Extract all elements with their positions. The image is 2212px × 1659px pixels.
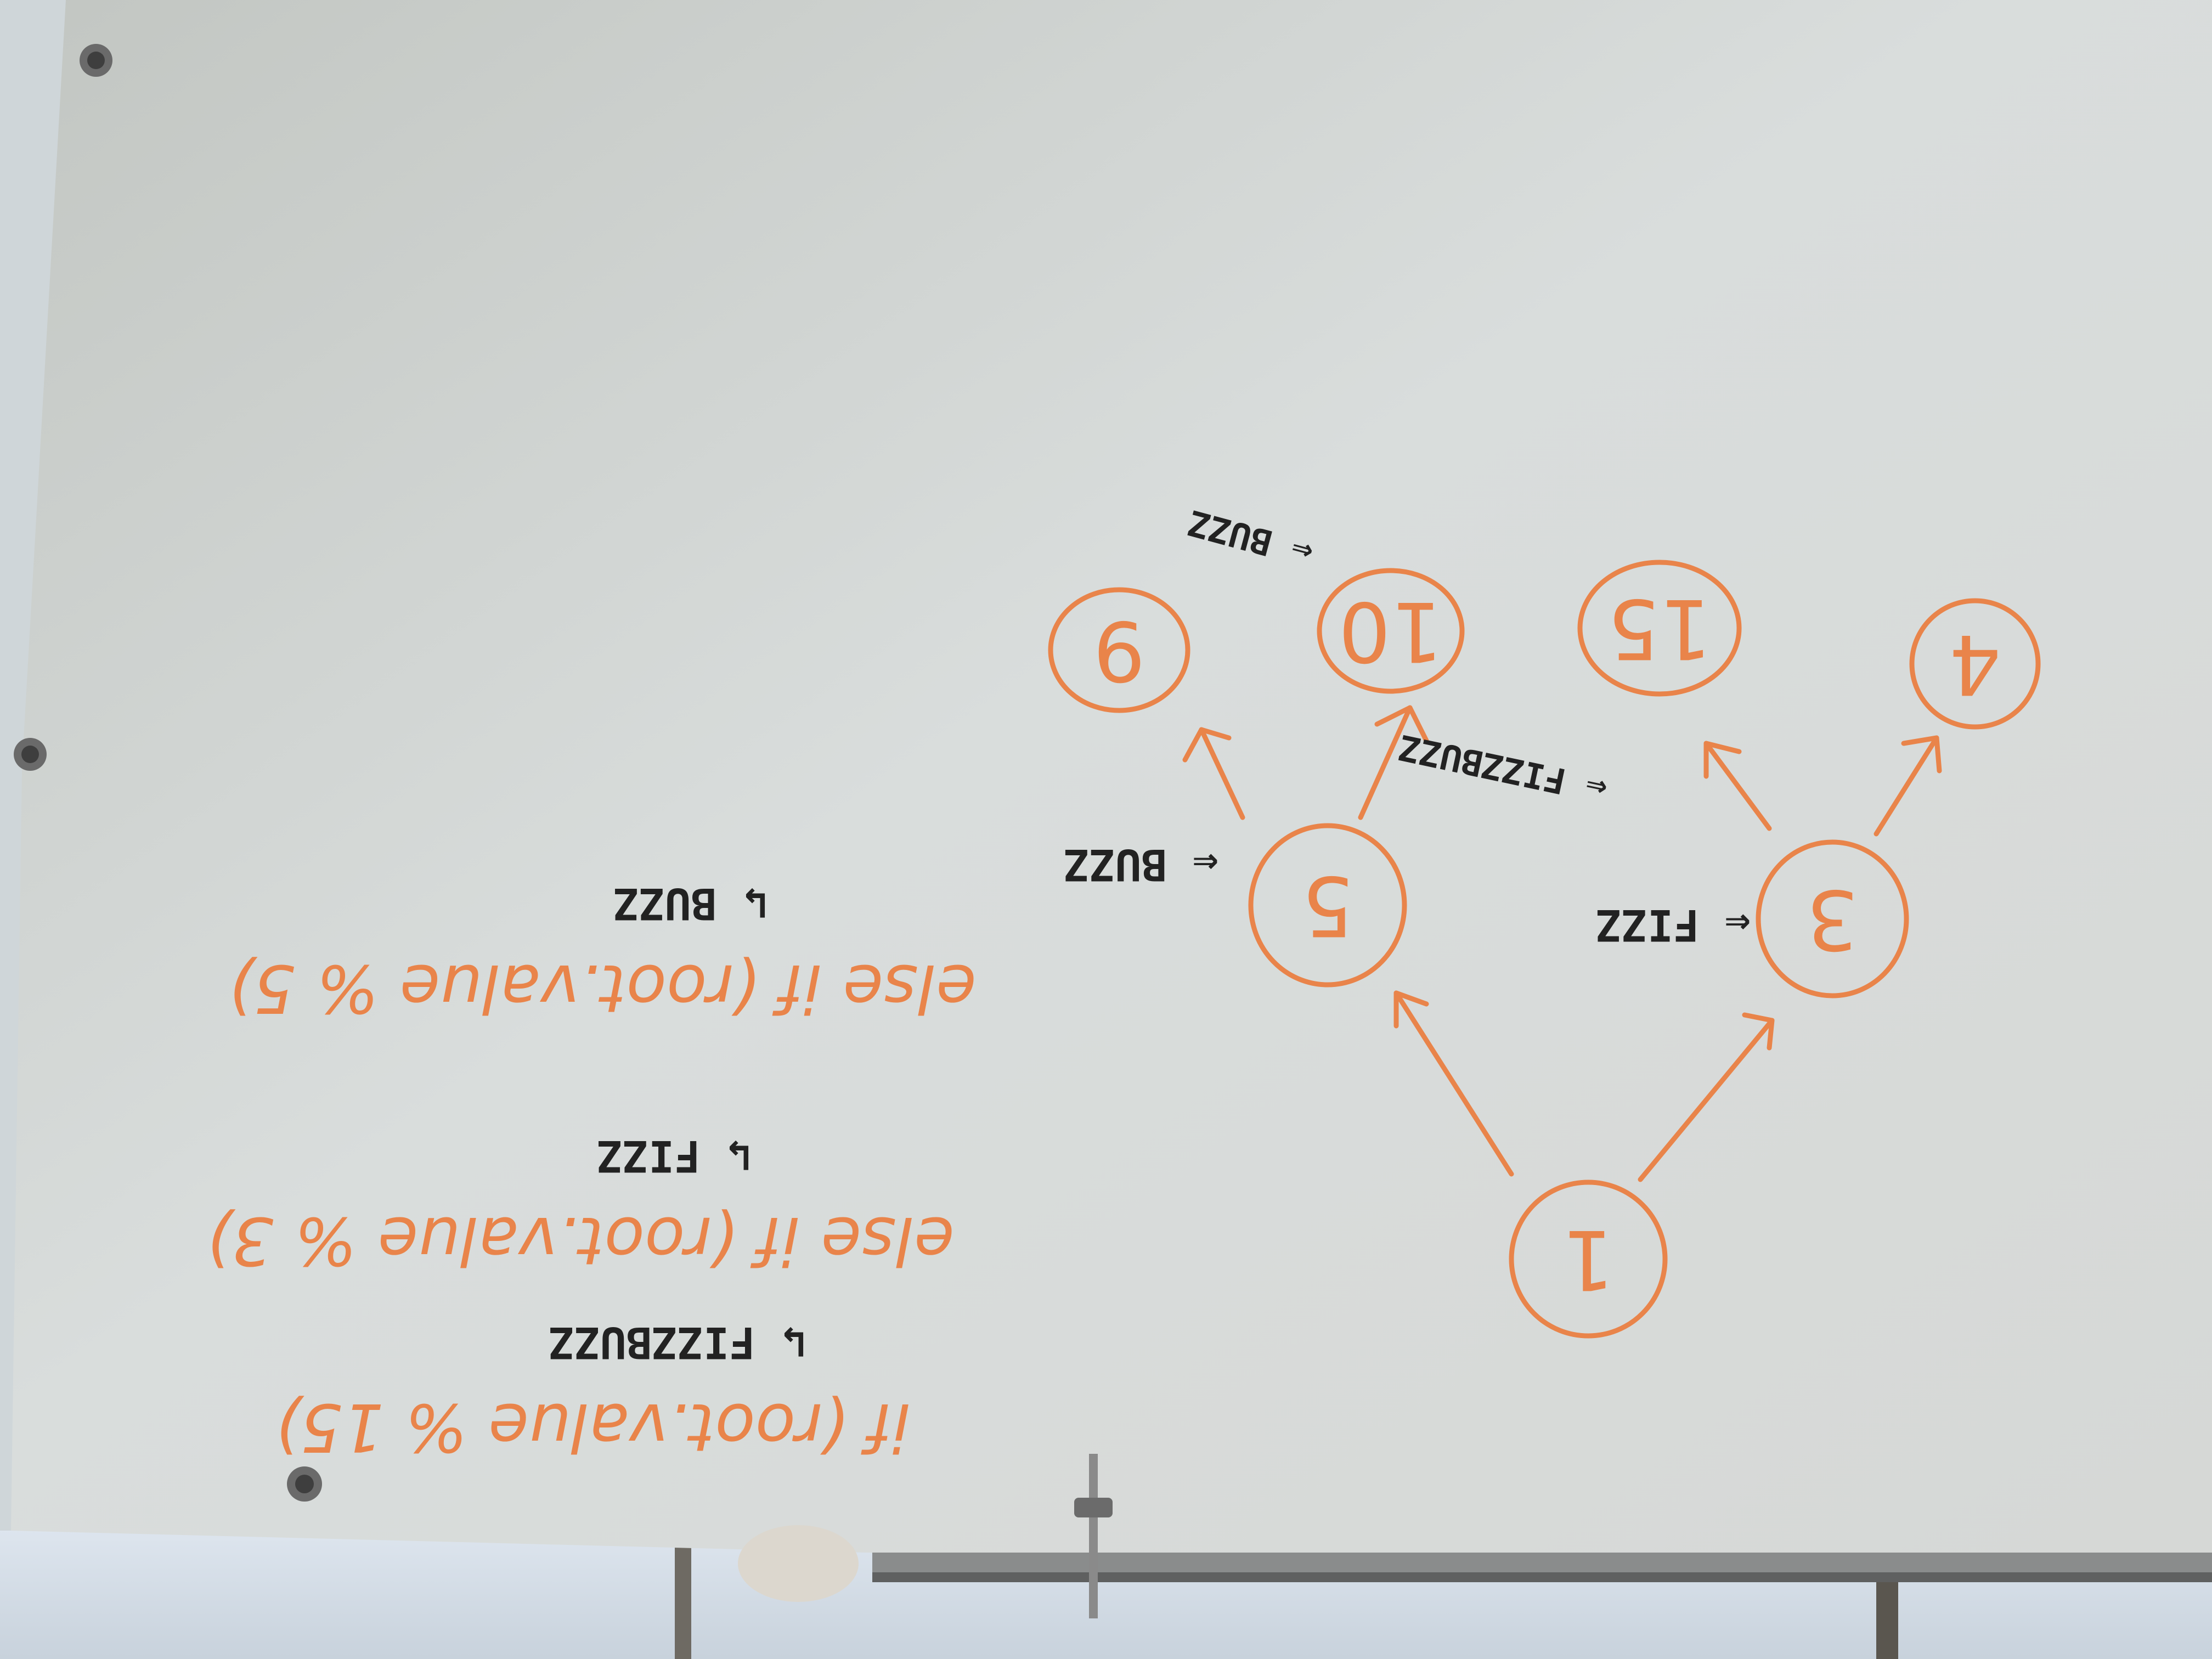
hanging-bolt-icon [1074, 1454, 1113, 1618]
code-result-fizz: ↳ FIZZ [597, 1131, 752, 1180]
edge-3-to-15 [1703, 741, 1772, 831]
tree-node-3: 3 [1756, 839, 1909, 998]
tree-node-15: 15 [1577, 560, 1742, 697]
code-block: if (root.value % 15) ↳ FIZZBUZZ else if … [206, 878, 977, 1465]
code-result-fizzbuzz: ↳ FIZZBUZZ [549, 1317, 806, 1367]
node-label: 15 [1607, 580, 1712, 676]
marker-tray-rail [872, 1553, 2212, 1572]
edge-1-to-3 [1638, 1018, 1775, 1182]
tree-node-9: 9 [1048, 587, 1190, 713]
node-label: 1 [1562, 1211, 1614, 1307]
node-label: 3 [1806, 871, 1858, 967]
bolt-icon [80, 44, 112, 77]
bolt-icon [14, 738, 47, 771]
tree-node-1: 1 [1509, 1180, 1668, 1339]
whiteboard-surface [11, 0, 2212, 1575]
window-frame-post [675, 1547, 691, 1659]
node-label: 9 [1093, 602, 1145, 698]
edge-1-to-5-arrowhead [1393, 990, 1429, 1029]
code-line-else-if-5: else if (root.value % 5) [228, 950, 977, 1026]
bolt-icon [287, 1466, 322, 1502]
node-label: 10 [1339, 583, 1443, 679]
node-label: 4 [1949, 616, 2001, 712]
tree-node-10: 10 [1317, 568, 1465, 694]
edge-5-to-10-arrowhead [1374, 705, 1429, 743]
annotation-buzz-5: ⇐ BUZZ [1064, 839, 1218, 889]
node-label: 5 [1301, 857, 1353, 953]
code-line-else-if-3: else if (root.value % 3) [206, 1202, 955, 1278]
tree-node-4: 4 [1909, 598, 2041, 730]
edge-5-to-10 [1358, 705, 1413, 820]
edge-5-to-9 [1199, 727, 1245, 820]
tree-edges [1182, 705, 1942, 1182]
tree-node-5: 5 [1248, 823, 1407, 988]
code-result-buzz: ↳ BUZZ [613, 878, 768, 928]
edge-3-to-4 [1874, 735, 1939, 837]
annotation-fizz: ⇐ FIZZ [1596, 900, 1751, 949]
edge-5-to-9-arrowhead [1182, 727, 1232, 763]
marker-tray-rail-shadow [872, 1572, 2212, 1582]
edge-1-to-3-arrowhead [1742, 1012, 1775, 1051]
edge-3-to-4-arrowhead [1901, 735, 1942, 774]
edge-1-to-5 [1393, 990, 1514, 1177]
edge-3-to-15-arrowhead [1703, 741, 1742, 779]
cloth-eraser [738, 1525, 859, 1602]
code-line-if-15: if (root.value % 15) [274, 1389, 911, 1465]
